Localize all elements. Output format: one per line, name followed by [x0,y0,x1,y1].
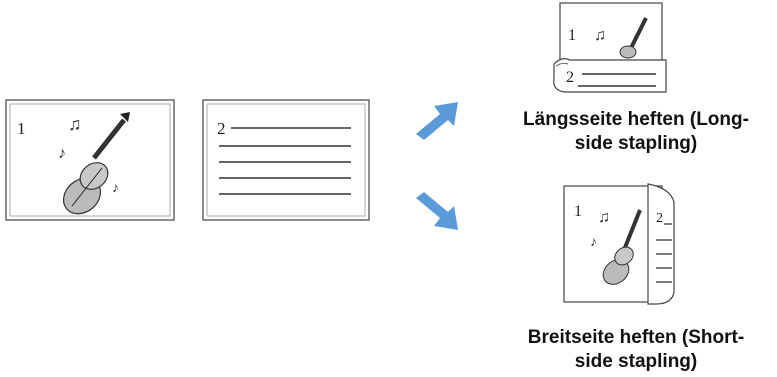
page-2-sheet: 2 [202,99,370,221]
long-side-page-2-number: 2 [566,69,574,86]
svg-text:♫: ♫ [68,114,82,134]
page-1-number: 1 [17,119,26,138]
text-lines [219,127,351,195]
short-side-page-1-number: 1 [574,203,582,220]
long-side-caption: Längsseite heften (Long- side stapling) [496,108,776,156]
short-side-caption: Breitseite heften (Short- side stapling) [496,326,776,374]
violin-icon: ♫ ♪ ♪ [58,112,130,215]
music-note-icon: ♫ [594,27,606,44]
long-side-page-1-number: 1 [568,27,576,44]
violin-icon [619,17,648,59]
short-side-booklet: 1 ♫ ♪ 2 [563,183,675,305]
short-side-caption-line-1: Breitseite heften (Short- [527,327,745,348]
arrow-up-right-icon [410,96,464,142]
page-2: 2 [201,98,371,222]
page-1-sheet: 1 ♫ ♪ ♪ [5,99,175,221]
svg-text:♫: ♫ [598,209,610,226]
page-2-number: 2 [217,119,226,138]
long-side-result: 1 ♫ 2 [548,0,674,98]
short-side-page-2-number: 2 [656,211,663,226]
svg-text:♪: ♪ [112,179,119,195]
svg-text:♫: ♫ [594,27,606,44]
page-1: 1 ♫ ♪ ♪ [4,98,176,222]
violin-icon [602,209,642,285]
svg-text:♪: ♪ [590,233,597,249]
music-note-icon: ♫ ♪ ♪ [58,114,119,195]
long-side-caption-line-1: Längsseite heften (Long- [523,109,749,130]
arrow-down-right-icon [410,190,464,236]
music-note-icon: ♫ ♪ [590,209,610,249]
svg-text:♪: ♪ [58,145,66,162]
long-side-caption-line-2: side stapling) [574,133,698,154]
short-side-caption-line-2: side stapling) [574,351,698,372]
long-side-booklet: 1 ♫ 2 [553,2,667,93]
short-side-result: 1 ♫ ♪ 2 [560,180,680,308]
